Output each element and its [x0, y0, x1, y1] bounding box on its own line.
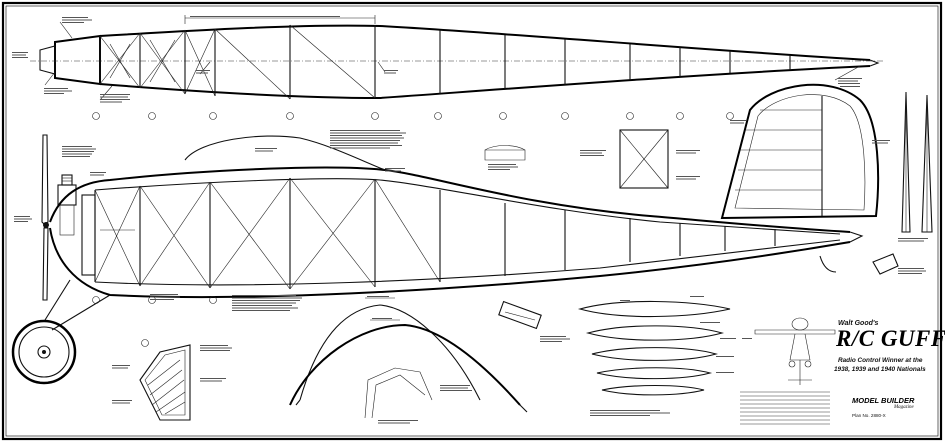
note-blocks-top: [12, 16, 862, 103]
fuselage-side-view: [14, 130, 864, 331]
top-view-uprights: [99, 25, 791, 99]
rib-profiles: [577, 296, 736, 416]
model-name: R/C GUFF: [836, 326, 945, 351]
sheet-inner-border: [5, 5, 939, 437]
leader-lines-top: [44, 21, 861, 101]
propeller-icon: [41, 134, 49, 225]
top-longeron-upper: [99, 24, 871, 61]
publisher-tagline: Magazine: [894, 405, 914, 410]
side-bottom-outline: [49, 227, 851, 299]
top-longeron-lower: [99, 65, 871, 100]
wheel-icon: [11, 319, 77, 385]
spinner-top: [39, 45, 56, 75]
tail-skid: [819, 255, 837, 273]
firewall: [81, 194, 96, 276]
side-view-uprights: [94, 178, 776, 289]
sheet-border: [1, 1, 943, 441]
gear-strut-front: [44, 279, 71, 321]
plan-number: Plan No. 2880-X: [852, 413, 886, 418]
gear-strut-rear: [51, 294, 111, 331]
subtitle-line-1: Radio Control Winner at the: [838, 357, 923, 364]
nose-block-top: [54, 34, 101, 86]
fuselage-top-view: [12, 15, 885, 120]
note-blocks-side: [14, 130, 406, 311]
subtitle-line-2: 1938, 1939 and 1940 Nationals: [834, 366, 926, 373]
title-block: Walt Good's R/C GUFF Radio Control Winne…: [832, 320, 945, 390]
top-view-diagonals: [99, 24, 376, 100]
engine-icon: [57, 174, 77, 236]
rudder-fin: [720, 83, 890, 220]
publisher-block: MODEL BUILDER Magazine Plan No. 2880-X: [848, 396, 934, 432]
prop-hub: [43, 222, 49, 228]
designer-name: Walt Good's: [838, 320, 879, 327]
side-view-diagonals: [94, 177, 441, 290]
tail-post-side: [849, 231, 864, 243]
tail-post-top: [869, 59, 880, 67]
hardware-parts: [484, 129, 926, 342]
spec-table: [740, 391, 830, 425]
side-top-outline: [49, 166, 851, 233]
three-view-sketch: [742, 317, 836, 385]
landing-gear-detail: [289, 296, 528, 424]
station-markers-top: [92, 112, 734, 120]
wing-pylon: [184, 135, 386, 171]
wing-mount-detail: [112, 339, 232, 421]
publisher-name: MODEL BUILDER: [852, 396, 915, 405]
stab-spars: [898, 91, 933, 242]
